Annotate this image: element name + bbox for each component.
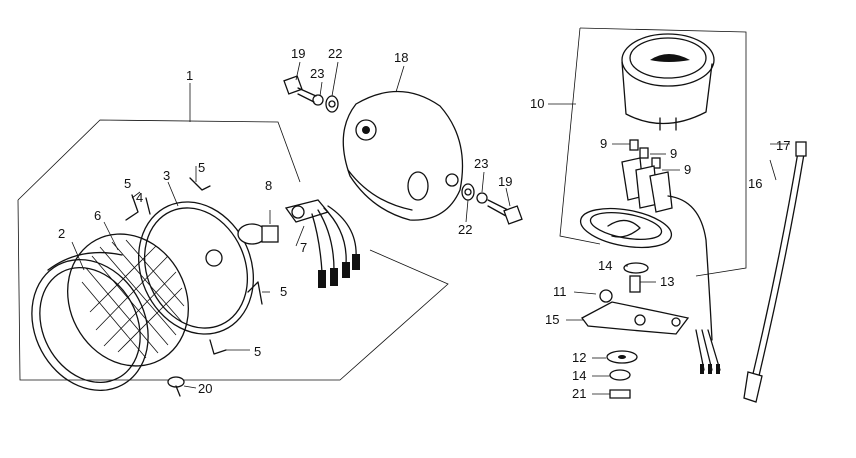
callout-2: 2 [58,226,65,241]
callout-labels: 1 2 6 5 4 3 5 8 7 5 5 20 19 23 22 18 23 … [58,46,790,401]
rim-screw [167,376,185,397]
speedometer-body [621,33,715,131]
callout-21: 21 [572,386,586,401]
mount-bolt-washers-top [283,75,339,113]
callout-5c: 5 [280,284,287,299]
mount-bolt-washers-bottom [461,183,523,225]
headlight-case-shell [342,90,464,221]
callout-4: 4 [136,190,143,205]
callout-9b: 9 [670,146,677,161]
callout-20: 20 [198,381,212,396]
callout-5: 5 [124,176,131,191]
meter-group-outline [548,27,747,277]
spring-clips [125,177,263,355]
callout-22b: 22 [458,222,472,237]
callout-22a: 22 [328,46,342,61]
callout-17: 17 [776,138,790,153]
callout-6: 6 [94,208,101,223]
callout-13: 13 [660,274,674,289]
callout-9c: 9 [684,162,691,177]
callout-5d: 5 [254,344,261,359]
callout-14b: 14 [572,368,586,383]
callout-23a: 23 [310,66,324,81]
callout-3: 3 [163,168,170,183]
meter-bottom-cover [579,207,673,249]
headlight-rim [31,251,149,392]
callout-11: 11 [553,284,567,299]
callout-14a: 14 [598,258,612,273]
indicator-bulbs-sockets [621,139,713,341]
callout-1: 1 [186,68,193,83]
callout-19b: 19 [498,174,512,189]
meter-bracket [581,262,690,335]
headlight-bulb [237,210,279,245]
callout-18: 18 [394,50,408,65]
callout-23b: 23 [474,156,488,171]
bottom-washers-nut [606,350,638,399]
headlight-group-outline [17,83,449,381]
callout-8: 8 [265,178,272,193]
callout-9a: 9 [600,136,607,151]
callout-10: 10 [530,96,544,111]
callout-12: 12 [572,350,586,365]
callout-7: 7 [300,240,307,255]
bulb-socket-wires [284,199,360,288]
callout-16: 16 [748,176,762,191]
callout-19a: 19 [291,46,305,61]
callout-15: 15 [545,312,559,327]
leader-lines [71,61,777,395]
speedometer-cable [743,141,807,403]
callout-5b: 5 [198,160,205,175]
meter-wire-terminals [695,329,721,374]
headlight-case-ring [137,201,255,335]
headlight-lens [67,233,189,367]
